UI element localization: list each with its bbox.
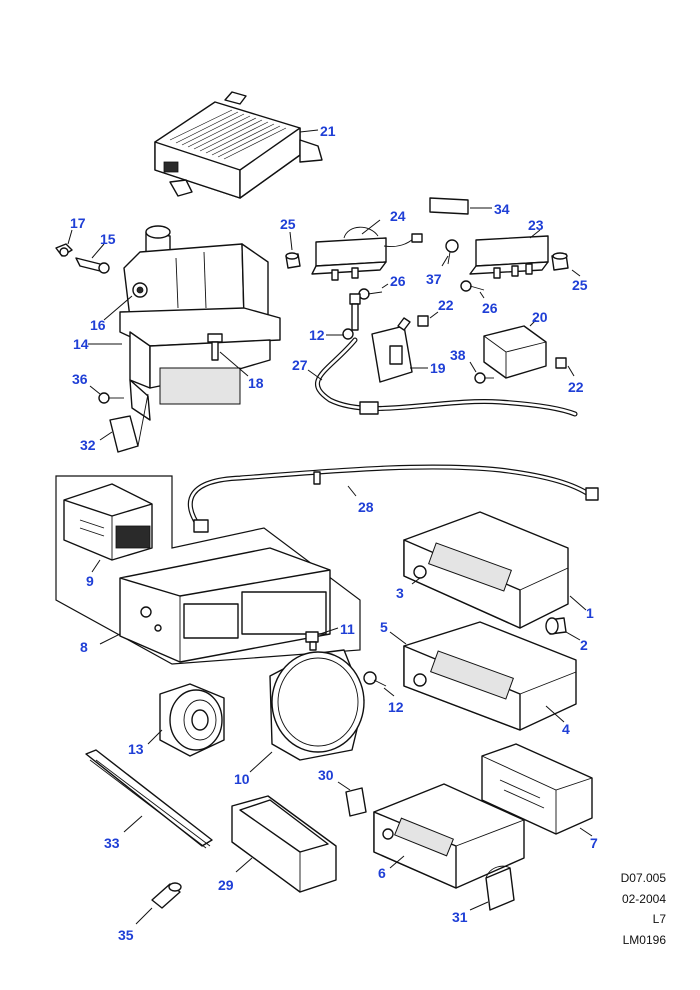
callout-25b: 25: [572, 277, 588, 293]
fuse-holder-12: [342, 293, 361, 340]
speaker-13: [159, 683, 225, 757]
pocket-29: [231, 795, 337, 893]
level-code: L7: [652, 912, 666, 926]
bulb-35: [151, 882, 182, 909]
revision-date: 02-2004: [621, 891, 666, 906]
callout-34: 34: [494, 201, 510, 217]
callout-23: 23: [528, 217, 544, 233]
module-23: [469, 235, 549, 279]
callout-32: 32: [80, 437, 96, 453]
callout-3: 3: [396, 585, 404, 601]
stud-15: [75, 257, 110, 274]
callout-12a: 12: [309, 327, 325, 343]
callout-15: 15: [100, 231, 116, 247]
callout-9: 9: [86, 573, 94, 589]
cd-changer-8: [119, 547, 331, 663]
callout-27: 27: [292, 357, 308, 373]
radio-unit-1: [403, 511, 569, 629]
bracket-32: [109, 393, 149, 453]
callout-2: 2: [580, 637, 588, 653]
callout-25a: 25: [280, 216, 296, 232]
callout-10: 10: [234, 771, 250, 787]
bolt-17: [55, 243, 73, 257]
callout-6: 6: [378, 865, 386, 881]
callout-5: 5: [380, 619, 388, 635]
screw-37: [445, 239, 459, 265]
callout-13: 13: [128, 741, 144, 757]
cap-25b: [551, 252, 569, 271]
cable-28: [188, 464, 599, 533]
strip-33: [85, 749, 213, 849]
cover-34: [429, 197, 469, 215]
cd-changer-box: [55, 475, 361, 665]
callout-1: 1: [586, 605, 594, 621]
screw-26a: [358, 288, 383, 300]
callout-33: 33: [104, 835, 120, 851]
callout-14: 14: [73, 336, 89, 352]
callout-28: 28: [358, 499, 374, 515]
callout-30: 30: [318, 767, 334, 783]
callout-4: 4: [562, 721, 570, 737]
diagram-code: D07.005: [620, 871, 666, 885]
callout-20: 20: [532, 309, 548, 325]
callout-31: 31: [452, 909, 468, 925]
cd-magazine-9: [63, 483, 153, 561]
bolt-36: [98, 392, 124, 404]
clip-22a: [417, 315, 429, 327]
callout-17: 17: [70, 215, 86, 231]
knob-2: [545, 617, 567, 635]
clip-11: [305, 631, 319, 651]
bolt-18: [207, 333, 223, 361]
callout-37: 37: [426, 271, 442, 287]
screw-12: [363, 671, 387, 687]
cage-7: [481, 743, 593, 835]
callout-22b: 22: [568, 379, 584, 395]
cover-31: [485, 865, 515, 911]
cap-25a: [285, 252, 301, 269]
speaker-10: [269, 649, 365, 761]
illustration-id: LM0196: [622, 932, 666, 947]
callout-19: 19: [430, 360, 446, 376]
callout-22a: 22: [438, 297, 454, 313]
amplifier: [154, 91, 323, 199]
callout-7: 7: [590, 835, 598, 851]
callout-26a: 26: [390, 273, 406, 289]
control-unit: [119, 225, 281, 421]
callout-8: 8: [80, 639, 88, 655]
callout-24: 24: [390, 208, 406, 224]
module-19: [371, 317, 413, 383]
cap-30: [345, 787, 367, 817]
module-20: [483, 325, 547, 379]
callout-38: 38: [450, 347, 466, 363]
callout-12b: 12: [388, 699, 404, 715]
cable-27: [315, 337, 578, 417]
module-24: [311, 226, 423, 281]
clip-22b: [555, 357, 567, 369]
reference-block: D07.005 02-2004 L7 LM0196: [556, 868, 666, 950]
screw-26b: [460, 280, 485, 292]
radio-6: [373, 783, 525, 889]
callout-35: 35: [118, 927, 134, 943]
callout-21: 21: [320, 123, 336, 139]
radio-unit-4: [403, 621, 577, 731]
screw-38: [474, 372, 494, 384]
callout-16: 16: [90, 317, 106, 333]
callout-11: 11: [340, 621, 355, 637]
callout-29: 29: [218, 877, 234, 893]
callout-18: 18: [248, 375, 264, 391]
callout-36: 36: [72, 371, 88, 387]
callout-26b: 26: [482, 300, 498, 316]
